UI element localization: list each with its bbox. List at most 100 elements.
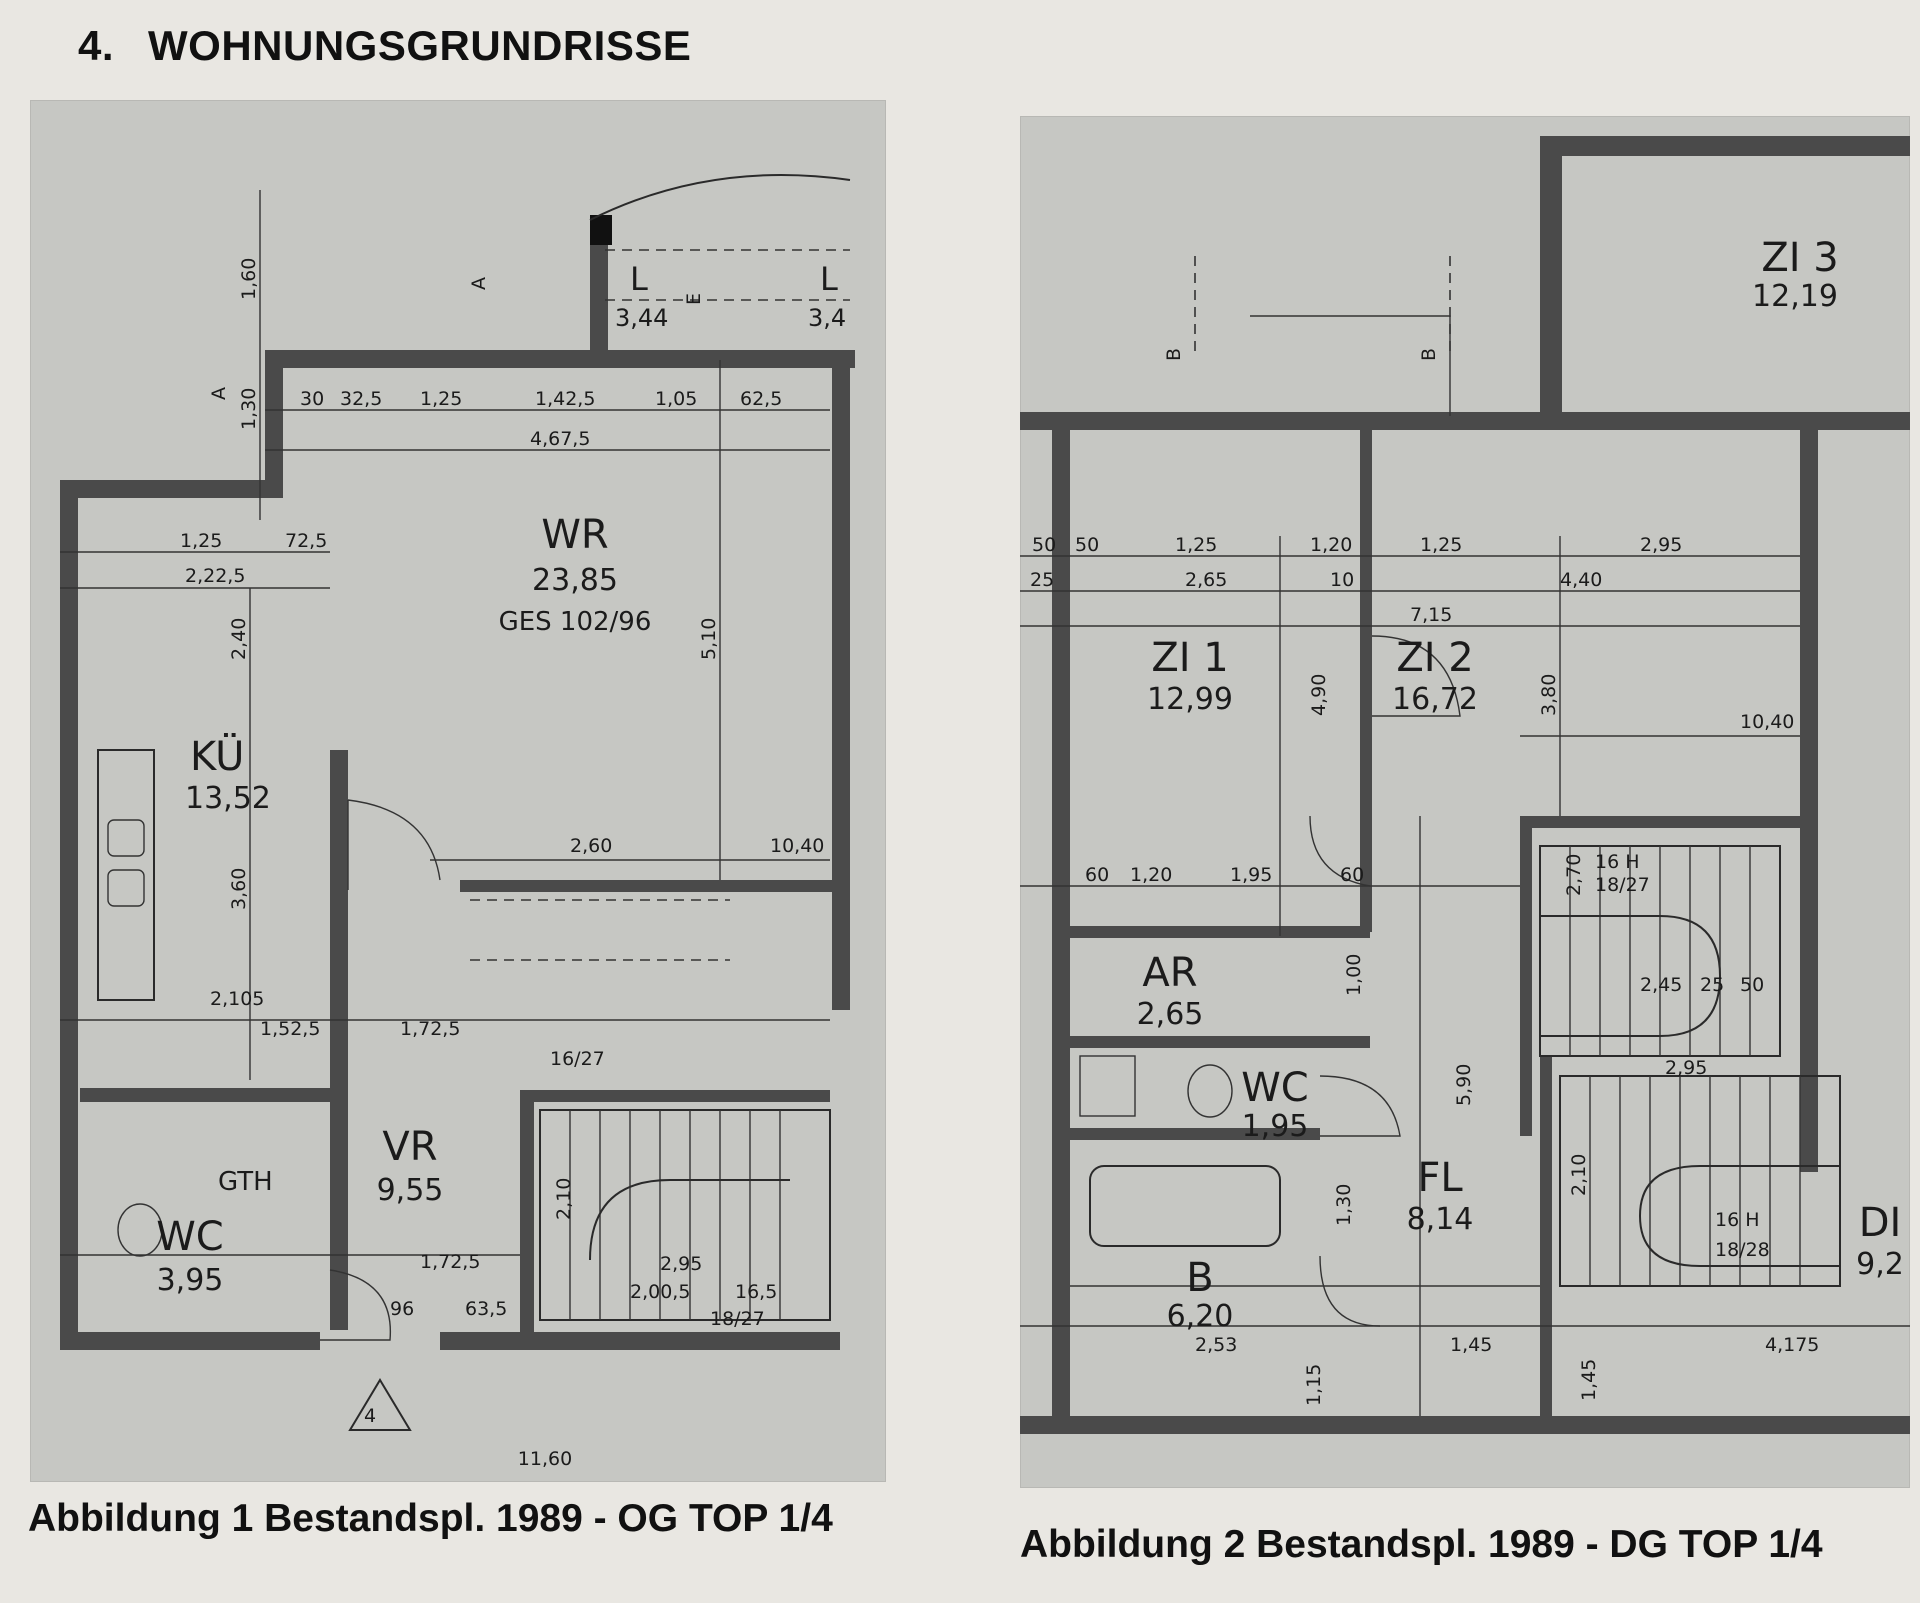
og-dimension-figures: 1,60 1,30 30 32,5 1,25 1,42,5 1,05 62,5 … (180, 258, 824, 1330)
og-room-wc-name: WC (156, 1214, 223, 1260)
section-title: WOHNUNGSGRUNDRISSE (148, 22, 692, 69)
dg-room-di-area: 9,2 (1856, 1247, 1904, 1282)
og-wall-stairs-mid (520, 1090, 830, 1102)
dg-dim-26: 1,30 (1333, 1184, 1355, 1226)
dg-dim-3: 1,25 (1175, 534, 1217, 556)
og-room-wc-area: 3,95 (157, 1263, 224, 1298)
dg-wall-stairs (1520, 816, 1532, 1136)
og-balcony-dash (605, 249, 850, 301)
floor-plan-og: 4 A A E WR 23,85 GES 102/96 KÜ 13,52 VR … (30, 100, 886, 1482)
dg-wall-south (1020, 1416, 1910, 1434)
og-dim-14: 2,60 (570, 835, 612, 857)
og-room-l1-area: 3,44 (615, 304, 668, 332)
og-dim-13: 5,10 (698, 618, 720, 660)
dg-door-b (1319, 1255, 1381, 1327)
caption-plan-dg: Abbildung 2 Bestandspl. 1989 - DG TOP 1/… (1020, 1523, 1823, 1566)
og-stair-dash (470, 899, 730, 961)
og-wall-north-left (60, 480, 265, 498)
og-door-wr (347, 799, 441, 890)
og-axis-a1: A (208, 387, 230, 400)
og-wall-stairs-left (520, 1100, 534, 1340)
og-dim-17: 2,105 (210, 988, 264, 1010)
dg-dim-27: 2,53 (1195, 1334, 1237, 1356)
og-wall-south-left (60, 1332, 320, 1350)
og-dim-16: 3,60 (228, 868, 250, 910)
og-entry-marker (348, 1378, 412, 1431)
og-dim-21: 2,10 (553, 1178, 575, 1220)
og-dim-25: 2,00,5 (630, 1281, 690, 1303)
caption-plan-og: Abbildung 1 Bestandspl. 1989 - OG TOP 1/… (28, 1497, 833, 1540)
og-dim-27: 18/27 (710, 1308, 765, 1330)
og-wall-north (265, 350, 855, 368)
dg-dim-4: 1,20 (1310, 534, 1352, 556)
og-room-ku-name: KÜ (190, 732, 244, 780)
og-dim-26: 16,5 (735, 1281, 777, 1303)
dg-stair-2-outline (1559, 1075, 1841, 1287)
og-wall-west (60, 480, 78, 1350)
dg-room-fl-area: 8,14 (1407, 1202, 1474, 1237)
og-dim-28: 16/27 (550, 1048, 605, 1070)
floor-plan-og-drawing: 4 A A E WR 23,85 GES 102/96 KÜ 13,52 VR … (60, 174, 855, 1470)
og-total-width: 11,60 (518, 1448, 572, 1470)
dg-dim-7: 2,65 (1185, 569, 1227, 591)
og-dim-12: 2,40 (228, 618, 250, 660)
dg-dim-17: 60 (1340, 864, 1364, 886)
dg-wall-north-left (1020, 412, 1370, 430)
og-wall-stairs-top (460, 880, 840, 892)
dg-dim-18: 1,00 (1343, 954, 1365, 996)
og-dim-2: 30 (300, 388, 324, 410)
dg-room-wc-name: WC (1241, 1065, 1308, 1111)
dg-door-wc (1319, 1075, 1401, 1137)
dg-dim-23: 5,90 (1453, 1064, 1475, 1106)
og-hob-1 (107, 819, 145, 857)
dg-dim-24: 2,95 (1665, 1057, 1707, 1079)
og-dim-11: 72,5 (285, 530, 327, 552)
og-kitchen-counter (97, 749, 155, 1001)
dg-door-zi1 (1309, 815, 1371, 887)
floor-plan-dg: B B ZI 1 12,99 ZI 2 16,72 ZI 3 12,19 AR … (1020, 116, 1910, 1488)
og-wall-south (440, 1332, 840, 1350)
dg-dim-16: 1,95 (1230, 864, 1272, 886)
section-number: 4. (78, 22, 115, 69)
dg-wall-east (1800, 412, 1818, 1172)
og-hob-2 (107, 869, 145, 907)
og-room-l2-name: L (820, 260, 838, 298)
dg-dim-28: 1,45 (1450, 1334, 1492, 1356)
dg-dim-31: 1,45 (1578, 1359, 1600, 1401)
og-dim-4: 1,25 (420, 388, 462, 410)
og-entry-marker-label: 4 (364, 1405, 376, 1427)
dg-dimension-lines (1020, 256, 1910, 1416)
og-dim-1: 1,30 (238, 388, 260, 430)
dg-dim-2: 50 (1075, 534, 1099, 556)
og-room-vr-name: VR (382, 1124, 437, 1170)
dg-wall-zi3-north (1540, 136, 1910, 156)
dg-dim-1: 25 (1030, 569, 1054, 591)
dg-stairs (1539, 845, 1841, 1287)
dg-bathtub (1089, 1165, 1281, 1247)
dg-dim-12: 3,80 (1538, 674, 1560, 716)
dg-room-ar-area: 2,65 (1137, 997, 1204, 1032)
dg-washer (1079, 1055, 1136, 1117)
dg-dim-19: 2,70 (1563, 854, 1585, 896)
dg-wall-north (1370, 412, 1910, 430)
og-dim-23: 63,5 (465, 1298, 507, 1320)
og-wall-wc (80, 1088, 340, 1102)
og-room-wr-extra: GES 102/96 (499, 607, 652, 637)
dg-stair-2-arc (1638, 1165, 1840, 1267)
dg-dim-21: 25 (1700, 974, 1724, 996)
og-wc-fixture (117, 1203, 163, 1257)
dg-room-zi2-name: ZI 2 (1396, 635, 1473, 681)
og-stair-arrow (589, 1179, 790, 1261)
dg-dim-15: 1,20 (1130, 864, 1172, 886)
og-dim-5: 1,42,5 (535, 388, 595, 410)
og-dim-10: 2,22,5 (185, 565, 245, 587)
dg-dim-13: 10,40 (1740, 711, 1794, 733)
og-dim-24: 2,95 (660, 1253, 702, 1275)
dg-stair-1-outline (1539, 845, 1781, 1057)
dg-room-zi1-area: 12,99 (1147, 682, 1233, 717)
og-axis-a2: A (468, 277, 490, 290)
dg-wall-zi3-west (1540, 136, 1562, 426)
dg-wall-west (1052, 412, 1070, 1422)
section-heading: 4. WOHNUNGSGRUNDRISSE (78, 22, 691, 70)
og-dim-6: 1,05 (655, 388, 697, 410)
